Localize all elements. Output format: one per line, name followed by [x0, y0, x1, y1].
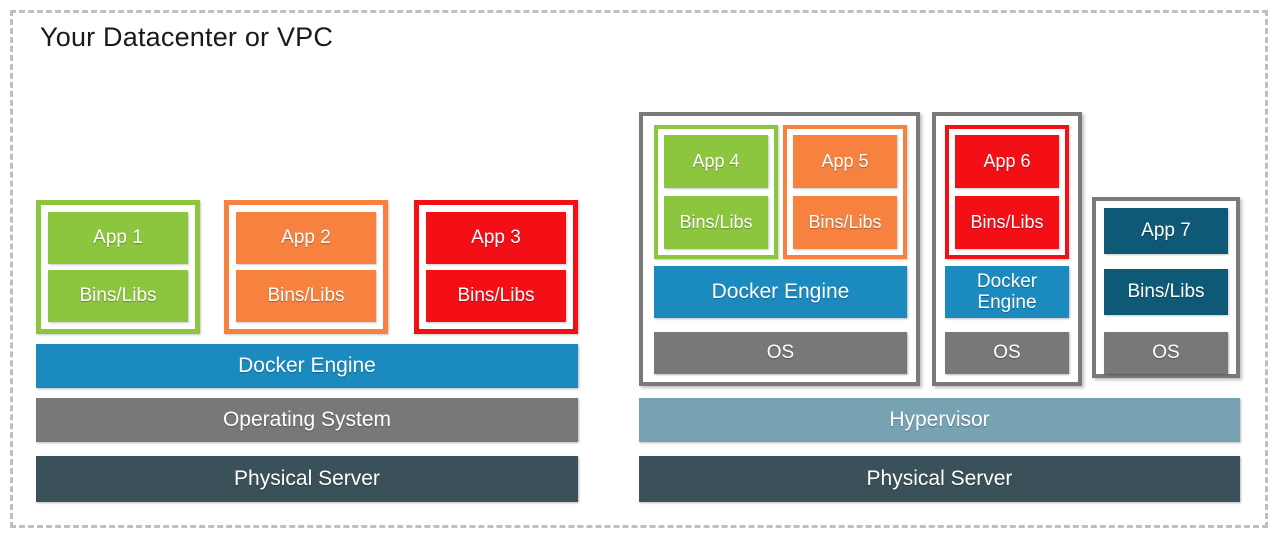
right-layer-physical-server: Physical Server — [639, 456, 1240, 502]
container-app-3-app: App 3 — [426, 212, 566, 264]
container-app-3-bins: Bins/Libs — [426, 270, 566, 322]
vm-1-layer-os: OS — [654, 332, 907, 374]
vm-3-app-7: App 7 — [1104, 208, 1228, 254]
left-layer-docker-engine: Docker Engine — [36, 344, 578, 388]
left-layer-operating-system: Operating System — [36, 398, 578, 442]
vm-3-layer-os: OS — [1104, 332, 1228, 374]
vm-1-container-app-5-bins: Bins/Libs — [793, 196, 897, 249]
container-app-2-bins: Bins/Libs — [236, 270, 376, 322]
right-layer-hypervisor: Hypervisor — [639, 398, 1240, 442]
container-app-1-bins: Bins/Libs — [48, 270, 188, 322]
container-app-2: App 2 Bins/Libs — [224, 200, 388, 334]
vm-3-bins-libs: Bins/Libs — [1104, 269, 1228, 315]
container-app-1-app: App 1 — [48, 212, 188, 264]
vm-2-layer-os: OS — [945, 332, 1069, 374]
vm-1-layer-docker-engine: Docker Engine — [654, 266, 907, 318]
vm-1-container-app-4-bins: Bins/Libs — [664, 196, 768, 249]
vm-1-container-app-5: App 5 Bins/Libs — [783, 125, 907, 259]
vm-1-container-app-4-app: App 4 — [664, 135, 768, 188]
diagram-title: Your Datacenter or VPC — [40, 22, 334, 52]
vm-2-container-app-6: App 6 Bins/Libs — [945, 125, 1069, 259]
vm-2-container-app-6-app: App 6 — [955, 135, 1059, 188]
vpc-boundary — [10, 10, 1268, 528]
vm-1-container-app-5-app: App 5 — [793, 135, 897, 188]
container-app-3: App 3 Bins/Libs — [414, 200, 578, 334]
vm-2-container-app-6-bins: Bins/Libs — [955, 196, 1059, 249]
left-layer-physical-server: Physical Server — [36, 456, 578, 502]
container-app-2-app: App 2 — [236, 212, 376, 264]
container-app-1: App 1 Bins/Libs — [36, 200, 200, 334]
vm-2-layer-docker-engine: Docker Engine — [945, 266, 1069, 318]
vm-1-container-app-4: App 4 Bins/Libs — [654, 125, 778, 259]
